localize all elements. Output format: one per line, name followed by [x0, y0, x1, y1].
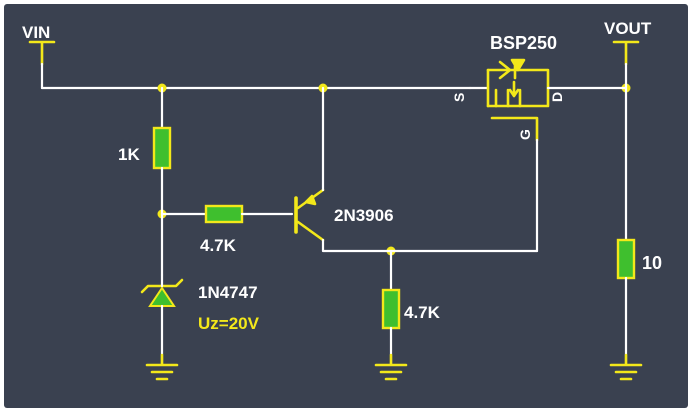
zener-label: 1N4747 — [198, 283, 258, 302]
zener-diode — [140, 212, 184, 357]
ground-symbol — [145, 353, 179, 381]
resistor-1k-label: 1K — [118, 145, 140, 164]
resistor-base-label: 4.7K — [200, 236, 237, 255]
mosfet-pin-d: D — [549, 92, 565, 102]
mosfet — [468, 58, 628, 253]
mosfet-pin-s: S — [451, 93, 467, 102]
resistor-load — [616, 238, 636, 357]
ground-symbol — [374, 353, 408, 381]
mosfet-pin-g: G — [517, 129, 533, 140]
resistor-bottom-label: 4.7K — [404, 303, 441, 322]
resistor-1k — [152, 86, 172, 216]
transistor-label: 2N3906 — [334, 206, 394, 225]
vout-terminal — [612, 40, 640, 242]
mosfet-label: BSP250 — [490, 33, 557, 53]
resistor-base — [160, 204, 294, 224]
vin-terminal — [28, 40, 56, 90]
pnp-transistor — [294, 86, 539, 253]
zener-spec: Uz=20V — [198, 314, 260, 333]
ground-symbol — [609, 353, 643, 381]
resistor-load-label: 10 — [642, 253, 662, 273]
resistor-bottom — [381, 249, 401, 357]
vout-label: VOUT — [604, 19, 652, 38]
vin-label: VIN — [22, 23, 50, 42]
